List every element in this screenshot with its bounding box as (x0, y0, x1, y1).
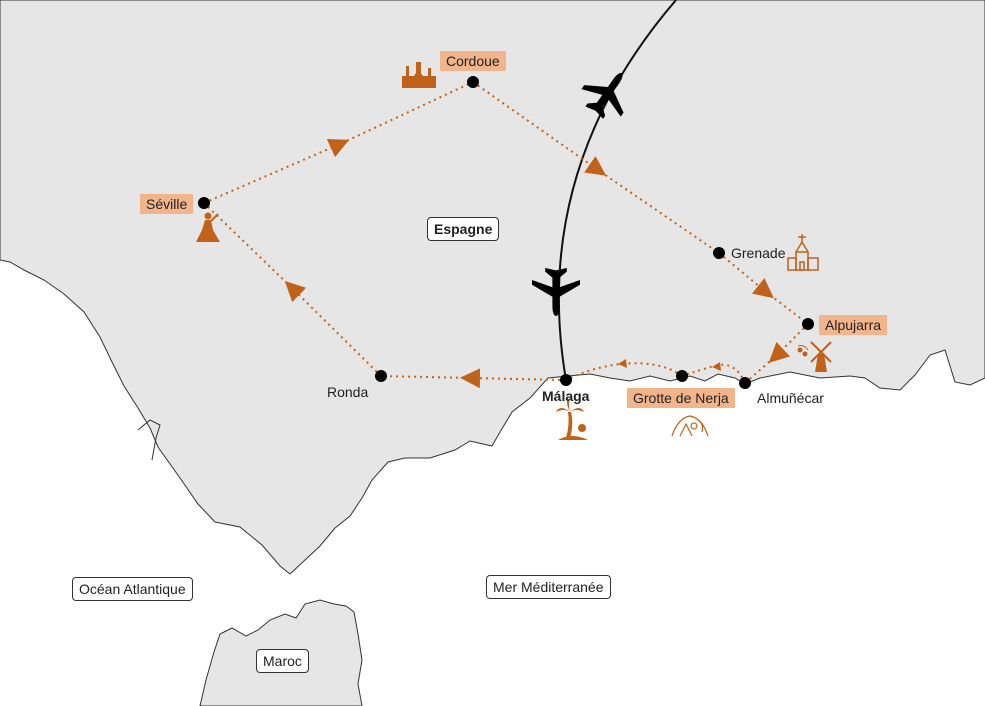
route (203, 81, 809, 389)
grenade-marker[interactable] (713, 247, 725, 259)
mosque-icon (402, 62, 436, 88)
windmill-olive-icon (797, 341, 832, 372)
seville-marker[interactable] (198, 197, 210, 209)
almunecar-label[interactable]: Almuñécar (757, 390, 824, 406)
spain-landmass (0, 0, 985, 575)
ronda-marker[interactable] (375, 370, 387, 382)
almunecar-marker[interactable] (739, 377, 751, 389)
flight-path (557, 0, 677, 381)
region-mer-mediterranee: Mer Méditerranée (486, 575, 611, 599)
region-maroc: Maroc (256, 649, 309, 673)
cordoue-marker[interactable] (467, 76, 479, 88)
airplane-icon (532, 268, 580, 316)
seville-label[interactable]: Séville (140, 194, 194, 214)
flamenco-dancer-icon (196, 212, 220, 242)
grenade-label[interactable]: Grenade (731, 245, 786, 261)
ronda-label[interactable]: Ronda (327, 384, 369, 400)
malaga-label[interactable]: Málaga (542, 388, 590, 404)
alpujarra-marker[interactable] (802, 318, 814, 330)
church-icon (787, 234, 819, 271)
cave-icon (671, 415, 709, 437)
region-ocean-atlantique: Océan Atlantique (72, 577, 193, 601)
region-espagne: Espagne (427, 217, 500, 241)
route-arrow (712, 362, 721, 371)
palm-beach-icon (556, 398, 588, 440)
malaga-marker[interactable] (560, 374, 572, 386)
coast-detail (137, 419, 161, 461)
cordoue-label[interactable]: Cordoue (440, 51, 506, 71)
nerja-label[interactable]: Grotte de Nerja (627, 388, 735, 408)
airplane-icon (581, 73, 624, 119)
alpujarra-label[interactable]: Alpujarra (819, 315, 888, 335)
route-arrow (618, 359, 627, 368)
nerja-marker[interactable] (676, 370, 688, 382)
